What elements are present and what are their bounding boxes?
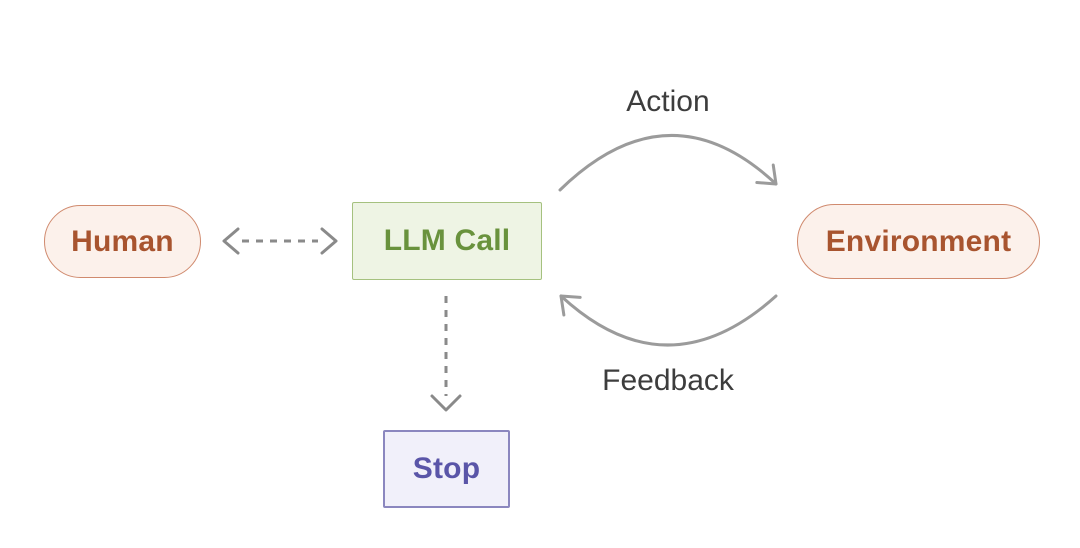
node-human-label: Human [71,224,174,258]
node-llm-call: LLM Call [352,202,542,280]
human-llm-dashed-arrow [222,227,338,255]
llm-stop-dashed-arrow [430,296,462,412]
node-stop-label: Stop [412,452,481,485]
action-arrow [558,134,778,192]
node-environment-label: Environment [825,224,1012,258]
node-llm-call-label: LLM Call [383,224,511,257]
feedback-arrow [559,294,778,347]
feedback-edge-label: Feedback [602,364,734,397]
node-environment: Environment [797,204,1040,279]
node-stop: Stop [383,430,510,508]
action-edge-label: Action [626,85,710,118]
node-human: Human [44,205,201,278]
